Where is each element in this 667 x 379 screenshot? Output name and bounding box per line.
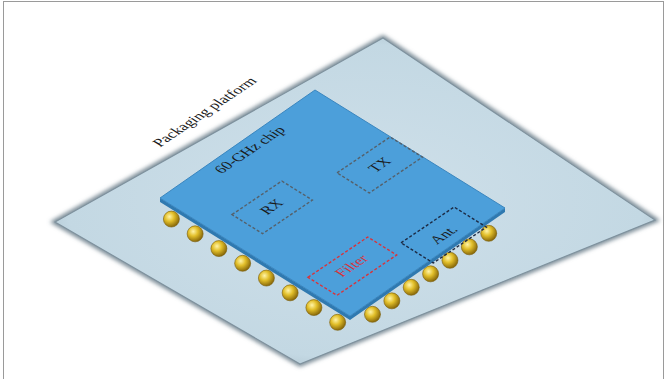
tx-block-outline: [333, 133, 426, 215]
chip-die: RXTXAnt.Filter60-GHz chip: [156, 86, 509, 338]
solder-ball: [282, 285, 298, 301]
solder-ball: [235, 255, 251, 271]
filter-block-outline: [304, 233, 401, 317]
chip-die-outline: [156, 86, 509, 338]
platform-surface: [55, 38, 655, 364]
solder-ball: [481, 225, 497, 241]
solder-ball: [163, 211, 179, 227]
block-label: RX: [257, 197, 287, 217]
solder-ball: [306, 300, 322, 316]
filter-block: Filter: [304, 233, 401, 317]
solder-ball: [442, 252, 458, 268]
solder-ball: [187, 226, 203, 242]
platform-edge-shade: [55, 38, 655, 364]
rx-block-outline: [228, 177, 316, 256]
rx-block-border: [232, 181, 312, 234]
solder-ball: [258, 270, 274, 286]
frame-border: [4, 2, 664, 379]
solder-ball: [461, 239, 477, 255]
solder-ball: [384, 293, 400, 309]
block-label: Ant.: [427, 224, 462, 247]
antenna-block: Ant.: [397, 203, 490, 285]
solder-ball: [330, 314, 346, 330]
packaging-platform: RXTXAnt.Filter60-GHz chipPackaging platf…: [51, 34, 659, 379]
rx-block: RX: [228, 177, 316, 256]
antenna-block-border: [401, 207, 486, 263]
chip-top: [160, 90, 505, 316]
tx-block: TX: [333, 133, 426, 215]
solder-ball: [364, 306, 380, 322]
tx-block-border: [337, 137, 422, 193]
block-label: TX: [365, 155, 394, 174]
solder-ball: [423, 266, 439, 282]
filter-block-border: [308, 237, 397, 295]
solder-ball: [211, 241, 227, 257]
solder-ball: [403, 279, 419, 295]
antenna-block-outline: [397, 203, 490, 285]
